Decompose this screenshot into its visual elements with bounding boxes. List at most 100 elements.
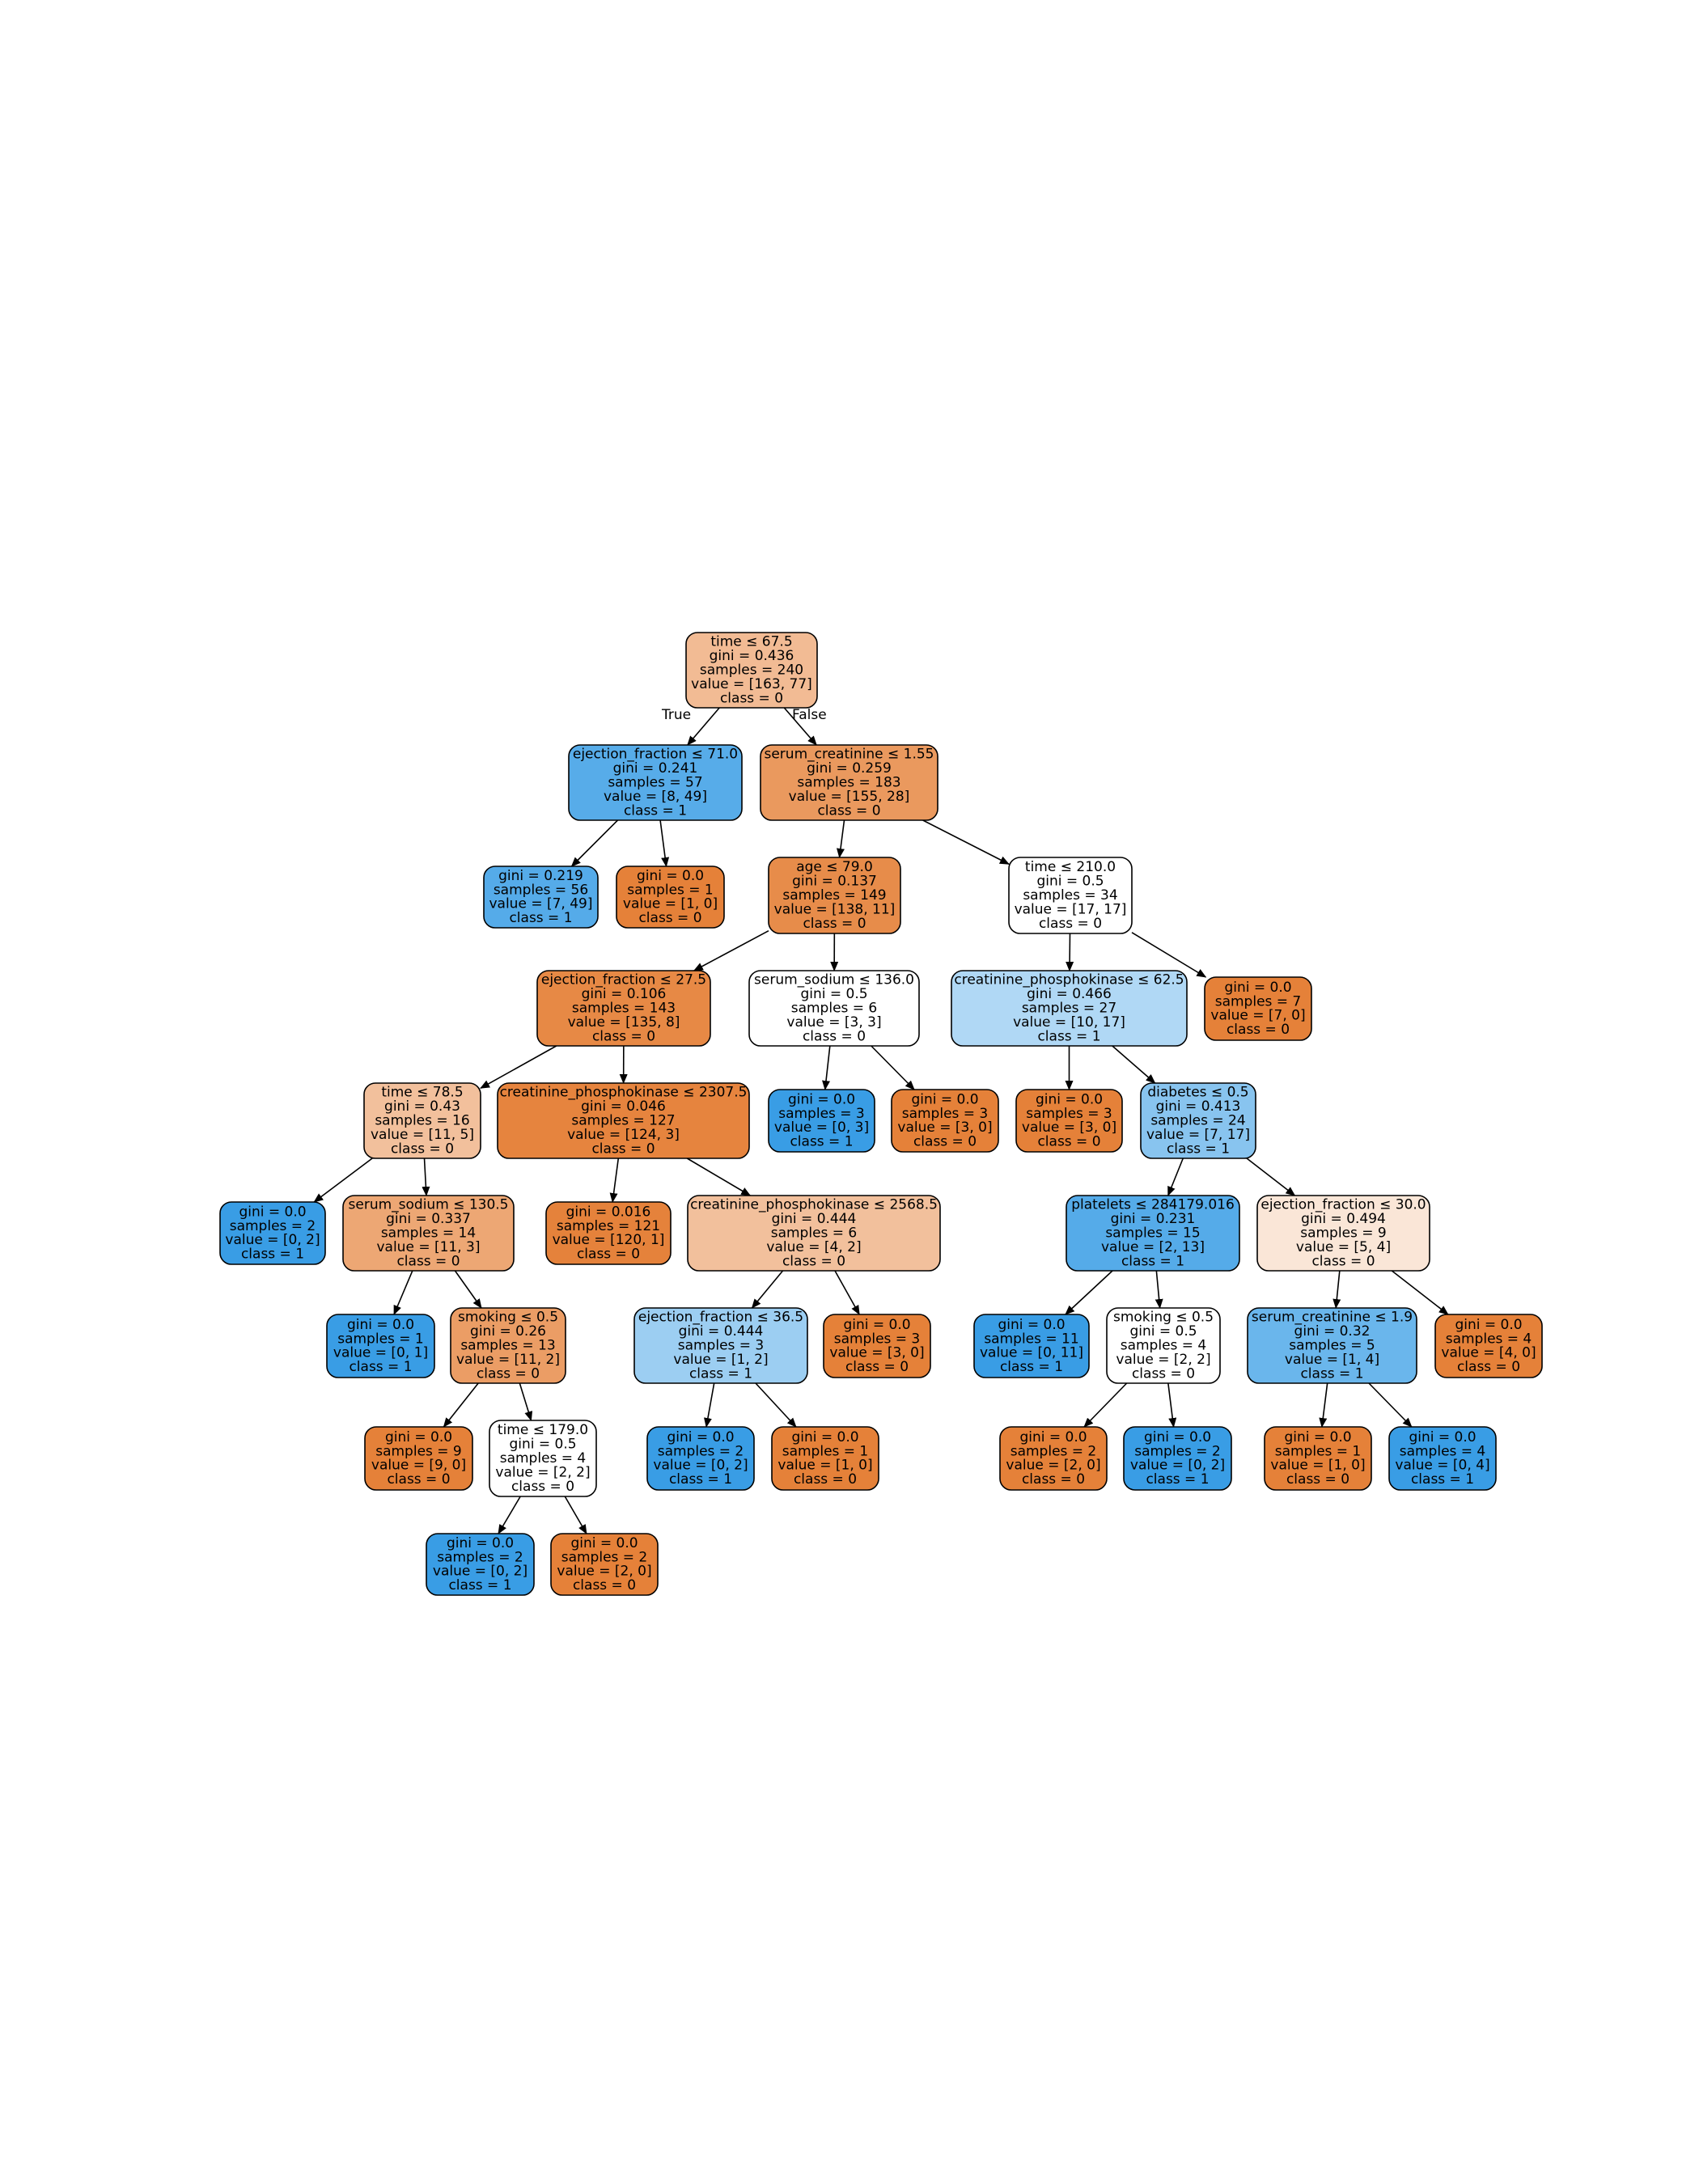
node-text-line: gini = 0.0 — [385, 1429, 452, 1445]
node-text-line: value = [163, 77] — [691, 676, 812, 692]
node-box — [545, 1201, 672, 1265]
node-box — [1123, 1426, 1232, 1491]
node-text-line: value = [155, 28] — [789, 789, 910, 805]
node-text-line: value = [0, 1] — [333, 1345, 428, 1361]
node-text-line: class = 0 — [1227, 1022, 1290, 1038]
node-text-line: samples = 5 — [1289, 1338, 1375, 1354]
node-text-line: gini = 0.0 — [1036, 1091, 1103, 1107]
node-text-line: value = [3, 0] — [829, 1345, 924, 1361]
node-text-line: samples = 2 — [1134, 1443, 1221, 1459]
node-box — [483, 866, 599, 929]
tree-edge-n16-n22 — [1246, 1158, 1296, 1196]
node-text-line: serum_creatinine ≤ 1.9 — [1252, 1310, 1413, 1326]
node-box — [497, 1082, 750, 1159]
node-text-line: serum_creatinine ≤ 1.55 — [764, 747, 934, 763]
node-text-line: gini = 0.0 — [239, 1204, 306, 1220]
node-text-line: value = [3, 3] — [786, 1014, 881, 1031]
node-text-line: class = 0 — [573, 1577, 636, 1594]
node-box — [363, 1082, 481, 1159]
node-text-line: class = 0 — [1457, 1359, 1520, 1375]
node-text-line: gini = 0.0 — [998, 1317, 1065, 1333]
node-text-line: samples = 3 — [678, 1338, 765, 1354]
node-text-line: samples = 183 — [797, 775, 900, 791]
node-text-line: value = [0, 2] — [433, 1564, 527, 1580]
node-text-line: class = 0 — [845, 1359, 909, 1375]
node-text-line: gini = 0.444 — [679, 1323, 764, 1340]
node-text-line: value = [11, 3] — [376, 1239, 480, 1255]
node-text-line: samples = 6 — [791, 1001, 878, 1017]
node-text-line: class = 1 — [1167, 1141, 1230, 1157]
node-text-line: samples = 2 — [561, 1549, 648, 1565]
node-text-line: value = [4, 2] — [766, 1239, 861, 1255]
node-text-line: gini = 0.466 — [1027, 986, 1112, 1002]
node-text-line: samples = 9 — [375, 1443, 462, 1459]
node-text-line: value = [1, 4] — [1285, 1352, 1379, 1368]
node-text-line: class = 1 — [1121, 1253, 1184, 1269]
node-text-line: samples = 16 — [375, 1113, 469, 1129]
tree-edge-n1-n3 — [570, 819, 619, 867]
node-text-line: value = [2, 0] — [1006, 1458, 1100, 1474]
node-text-line: gini = 0.0 — [667, 1429, 734, 1445]
node-text-line: time ≤ 210.0 — [1025, 859, 1116, 875]
node-box — [768, 857, 901, 934]
node-text-line: samples = 3 — [778, 1106, 865, 1122]
tree-edge-n9-n16 — [1112, 1045, 1156, 1084]
node-text-line: value = [7, 17] — [1146, 1127, 1250, 1143]
node-text-line: gini = 0.494 — [1301, 1211, 1386, 1227]
node-text-line: value = [3, 0] — [897, 1120, 992, 1136]
node-text-line: class = 0 — [396, 1253, 460, 1269]
node-box — [342, 1195, 515, 1272]
node-box — [891, 1089, 999, 1153]
node-text-line: platelets ≤ 284179.016 — [1071, 1197, 1235, 1213]
node-box — [616, 866, 725, 929]
node-text-line: samples = 1 — [782, 1443, 869, 1459]
node-text-line: gini = 0.0 — [1409, 1429, 1476, 1445]
node-text-line: samples = 7 — [1215, 993, 1302, 1009]
tree-edge-n32-n39 — [498, 1496, 521, 1534]
node-text-line: class = 1 — [790, 1134, 853, 1150]
node-text-line: time ≤ 179.0 — [498, 1422, 588, 1438]
node-text-line: class = 0 — [1286, 1471, 1349, 1488]
node-text-line: class = 1 — [1300, 1365, 1363, 1382]
tree-edge-n18-n24 — [454, 1270, 482, 1309]
node-text-line: gini = 0.413 — [1156, 1098, 1241, 1115]
node-text-line: gini = 0.259 — [807, 760, 892, 777]
node-text-line: class = 0 — [720, 690, 783, 706]
node-text-line: samples = 15 — [1105, 1225, 1200, 1242]
node-text-line: samples = 1 — [337, 1331, 424, 1347]
node-text-line: class = 0 — [803, 916, 866, 932]
node-text-line: value = [0, 2] — [225, 1232, 320, 1248]
node-text-line: gini = 0.137 — [792, 874, 877, 890]
node-text-line: ejection_fraction ≤ 36.5 — [638, 1310, 803, 1326]
node-text-line: creatinine_phosphokinase ≤ 62.5 — [954, 972, 1184, 988]
node-text-line: ejection_fraction ≤ 71.0 — [573, 747, 738, 763]
node-text-line: value = [5, 4] — [1296, 1239, 1391, 1255]
node-text-line: samples = 2 — [1011, 1443, 1097, 1459]
node-text-line: samples = 4 — [1446, 1331, 1532, 1347]
node-text-line: value = [3, 0] — [1022, 1120, 1116, 1136]
node-box — [1388, 1426, 1497, 1491]
node-box — [489, 1420, 597, 1497]
node-text-line: value = [11, 5] — [371, 1127, 474, 1143]
node-text-line: value = [9, 0] — [371, 1458, 466, 1474]
node-box — [771, 1426, 879, 1491]
node-text-line: gini = 0.241 — [613, 760, 698, 777]
node-text-line: time ≤ 67.5 — [710, 634, 792, 650]
node-text-line: gini = 0.43 — [384, 1098, 460, 1115]
